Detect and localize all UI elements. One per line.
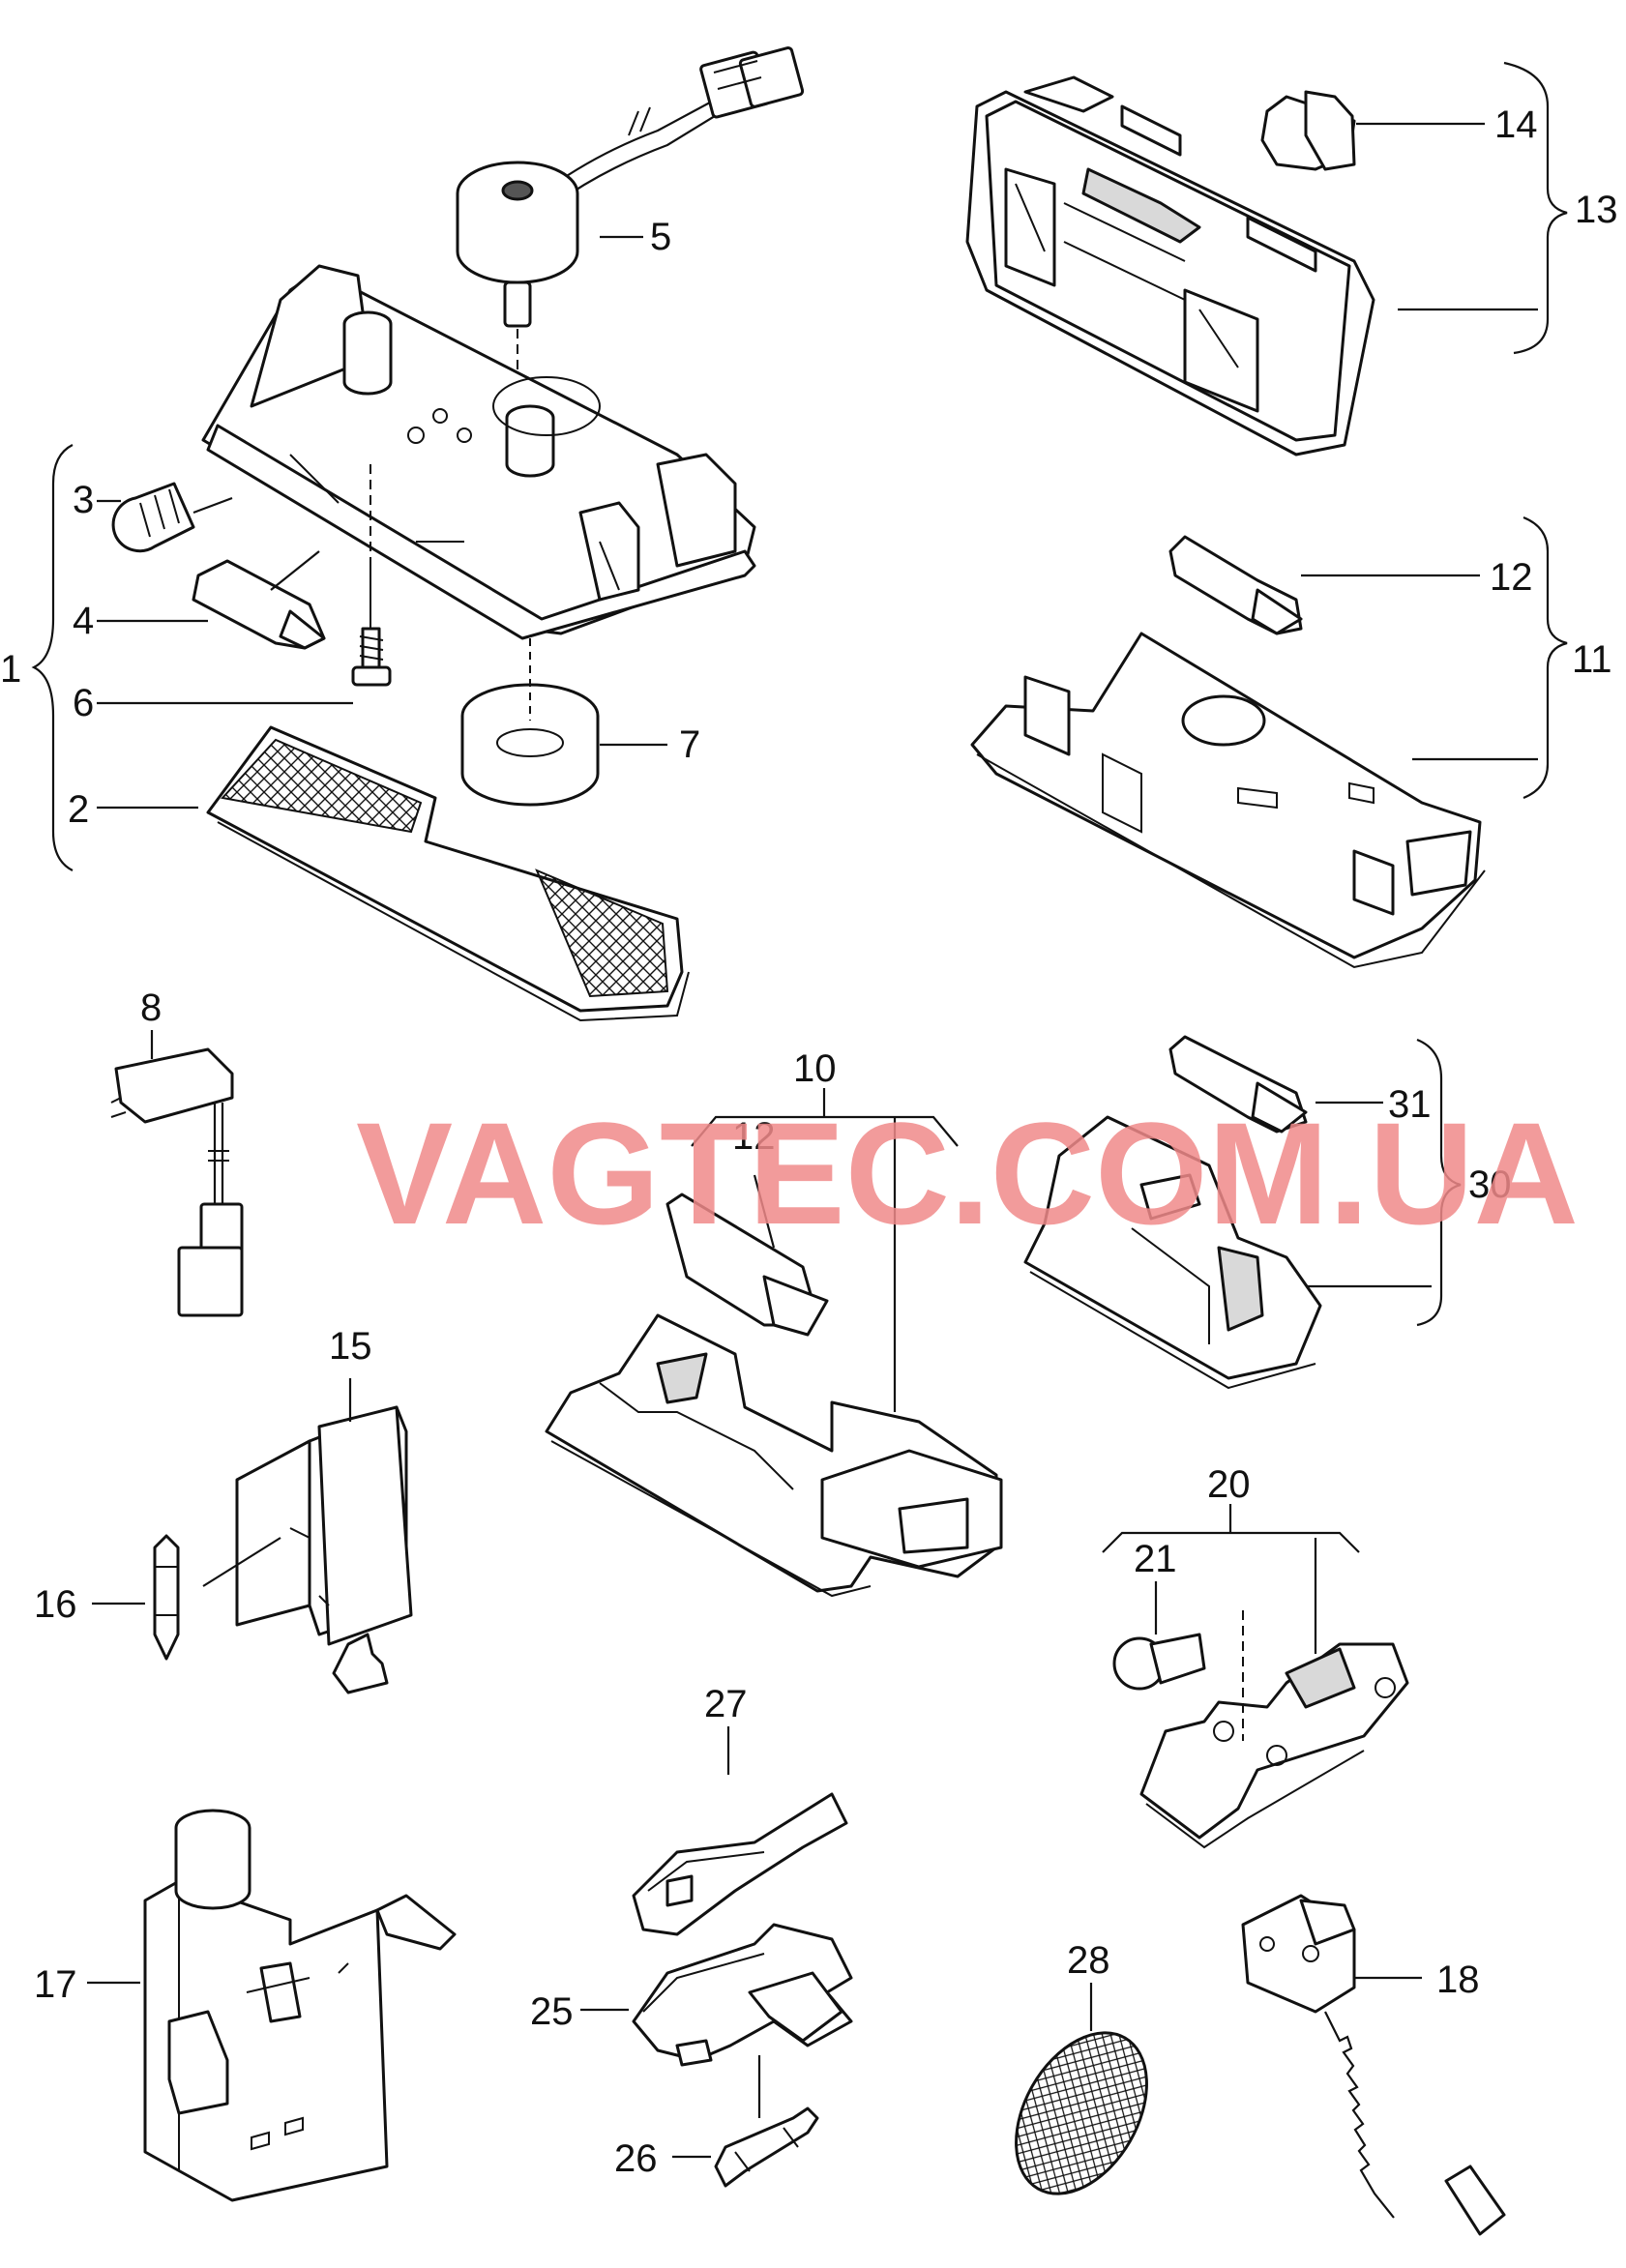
callout-12-upper: 12 xyxy=(1490,556,1533,599)
bracket-30 xyxy=(1416,1038,1462,1327)
switch-part-18 xyxy=(1241,1894,1506,2236)
callout-27: 27 xyxy=(704,1683,748,1725)
callout-4: 4 xyxy=(73,600,94,642)
callout-2: 2 xyxy=(68,788,89,831)
callout-26: 26 xyxy=(614,2137,658,2180)
bracket-1 xyxy=(31,444,74,871)
light-unit-15 xyxy=(235,1378,413,1694)
callout-1: 1 xyxy=(0,648,21,691)
callout-21: 21 xyxy=(1134,1538,1177,1580)
festoon-bulb-31 xyxy=(1168,1035,1383,1134)
callout-15: 15 xyxy=(329,1325,372,1368)
screw-part-6 xyxy=(351,561,392,687)
light-housing-30 xyxy=(1023,1115,1432,1390)
callout-31: 31 xyxy=(1388,1083,1432,1126)
callout-labels: 1 2 3 4 5 6 7 8 10 11 12 12 13 14 15 16 … xyxy=(0,103,1618,2180)
cap-part-7 xyxy=(460,638,600,807)
reading-light-housing xyxy=(201,264,756,640)
callout-28: 28 xyxy=(1067,1939,1110,1982)
callout-13: 13 xyxy=(1575,189,1618,231)
sensor-part-5 xyxy=(456,46,805,411)
lens-part-2 xyxy=(206,725,690,1022)
callout-16: 16 xyxy=(34,1583,77,1626)
festoon-bulb-16 xyxy=(92,1534,281,1661)
housing-part-25 xyxy=(580,1923,853,2118)
callout-25: 25 xyxy=(530,1990,574,2033)
mesh-part-28 xyxy=(1015,1983,1148,2195)
bracket-11 xyxy=(1523,515,1568,800)
clip-part-14 xyxy=(1260,90,1485,171)
callout-11: 11 xyxy=(1572,638,1612,681)
callout-6: 6 xyxy=(73,682,94,724)
callout-20: 20 xyxy=(1207,1463,1251,1506)
callout-3: 3 xyxy=(73,479,94,521)
switch-part-8 xyxy=(110,1030,244,1317)
callout-8: 8 xyxy=(140,987,162,1029)
callout-17: 17 xyxy=(34,1963,77,2006)
unit-part-17 xyxy=(87,1809,457,2202)
callout-5: 5 xyxy=(650,216,671,258)
bulb-part-3 xyxy=(111,482,195,553)
callout-7: 7 xyxy=(679,723,700,766)
bulb-part-4 xyxy=(192,559,326,650)
cover-part-27 xyxy=(632,1726,848,1936)
lamp-holder-20 xyxy=(1102,1504,1409,1849)
leaders-left xyxy=(97,235,667,810)
callout-30: 30 xyxy=(1468,1163,1512,1206)
festoon-bulb-26 xyxy=(672,2106,819,2188)
wedge-bulb-21 xyxy=(1112,1581,1244,1741)
callout-10: 10 xyxy=(793,1047,837,1090)
callout-18: 18 xyxy=(1436,1959,1480,2001)
watermark: VAGTEC.COM.UA xyxy=(356,1092,1579,1254)
bracket-13 xyxy=(1503,61,1568,355)
callout-12-lower: 12 xyxy=(732,1115,776,1158)
light-housing-11 xyxy=(970,632,1538,969)
festoon-bulb-12-upper xyxy=(1168,535,1480,635)
light-housing-10 xyxy=(545,1088,1003,1598)
overhead-console-13 xyxy=(965,75,1538,457)
callout-14: 14 xyxy=(1494,103,1538,146)
